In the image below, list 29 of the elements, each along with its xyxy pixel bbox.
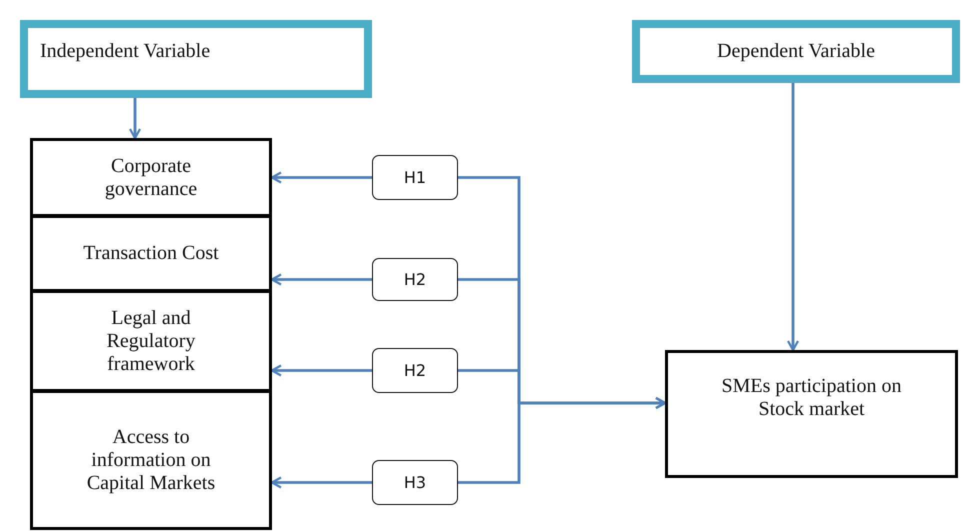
variable-label: SMEs participation on Stock market — [720, 375, 902, 421]
variable-heading-box — [20, 20, 372, 98]
arrow — [458, 396, 666, 484]
arrow — [270, 171, 372, 184]
variable-box — [30, 138, 272, 217]
variable-label: Corporate governance — [104, 154, 198, 200]
hypothesis-label: H2 — [404, 361, 426, 380]
variable-label: Access to information on Capital Markets — [86, 426, 216, 494]
hypothesis-box — [372, 258, 458, 301]
variable-label: Transaction Cost — [83, 242, 219, 265]
variable-label: Dependent Variable — [717, 40, 875, 63]
variable-box — [30, 390, 272, 530]
arrow — [270, 476, 372, 489]
variable-label: Legal and Regulatory framework — [106, 306, 196, 376]
hypothesis-label: H2 — [404, 270, 426, 289]
variable-label: Independent Variable — [40, 40, 210, 63]
arrow — [128, 98, 142, 140]
arrow — [786, 83, 800, 352]
hypothesis-box — [372, 348, 458, 393]
hypothesis-label: H1 — [404, 168, 426, 187]
hypothesis-box — [372, 155, 458, 200]
outcome-box — [665, 350, 958, 478]
hypothesis-box — [372, 460, 458, 505]
variable-box — [30, 290, 272, 392]
arrow — [270, 273, 372, 286]
arrow — [270, 364, 372, 377]
variable-box — [30, 215, 272, 292]
variable-heading-box — [632, 20, 960, 83]
hypothesis-label: H3 — [404, 473, 426, 492]
